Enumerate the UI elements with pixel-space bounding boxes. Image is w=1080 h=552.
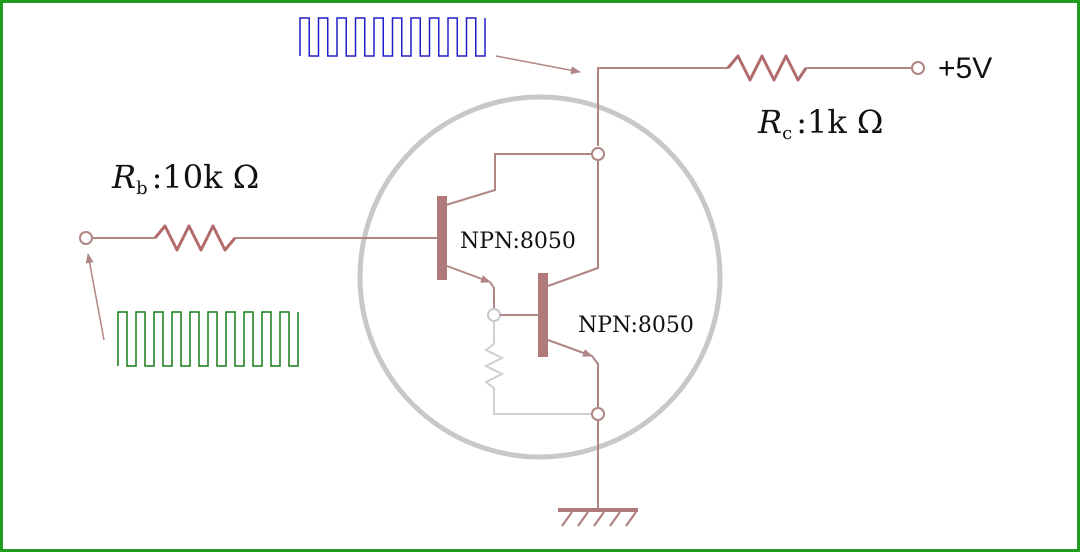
input-terminal[interactable]	[79, 231, 93, 245]
optional-resistor-icon	[483, 321, 592, 415]
rc-label: Rc:1k Ω	[757, 103, 883, 144]
rb-resistor-icon	[153, 224, 237, 252]
q2-emitter-wire	[591, 355, 599, 408]
q2-base-bar	[538, 273, 548, 357]
input-pointer-arrow	[85, 253, 105, 341]
output-square-wave-icon	[299, 17, 486, 57]
emitter-node	[591, 407, 605, 421]
collector-wire	[597, 67, 912, 146]
supply-label: +5V	[938, 52, 992, 85]
q2-base-node	[487, 308, 501, 322]
supply-terminal[interactable]	[911, 61, 925, 75]
output-pointer-arrow	[495, 55, 581, 75]
q1-emitter-wire	[489, 281, 495, 310]
highlight-circle	[357, 94, 723, 460]
q2-label: NPN:8050	[578, 313, 694, 338]
rb-label: Rb:10k Ω	[111, 158, 259, 199]
collector-node	[591, 147, 605, 161]
ground-icon	[558, 508, 638, 527]
q1-emitter-lead	[446, 265, 491, 283]
q2-collector-wire	[547, 160, 599, 287]
q1-label: NPN:8050	[460, 229, 576, 254]
q2-emitter-lead	[547, 339, 593, 357]
q1-base-bar	[437, 196, 447, 280]
q1-collector-wire	[445, 153, 593, 206]
rc-resistor-icon	[726, 54, 808, 82]
input-square-wave-icon	[117, 311, 299, 367]
